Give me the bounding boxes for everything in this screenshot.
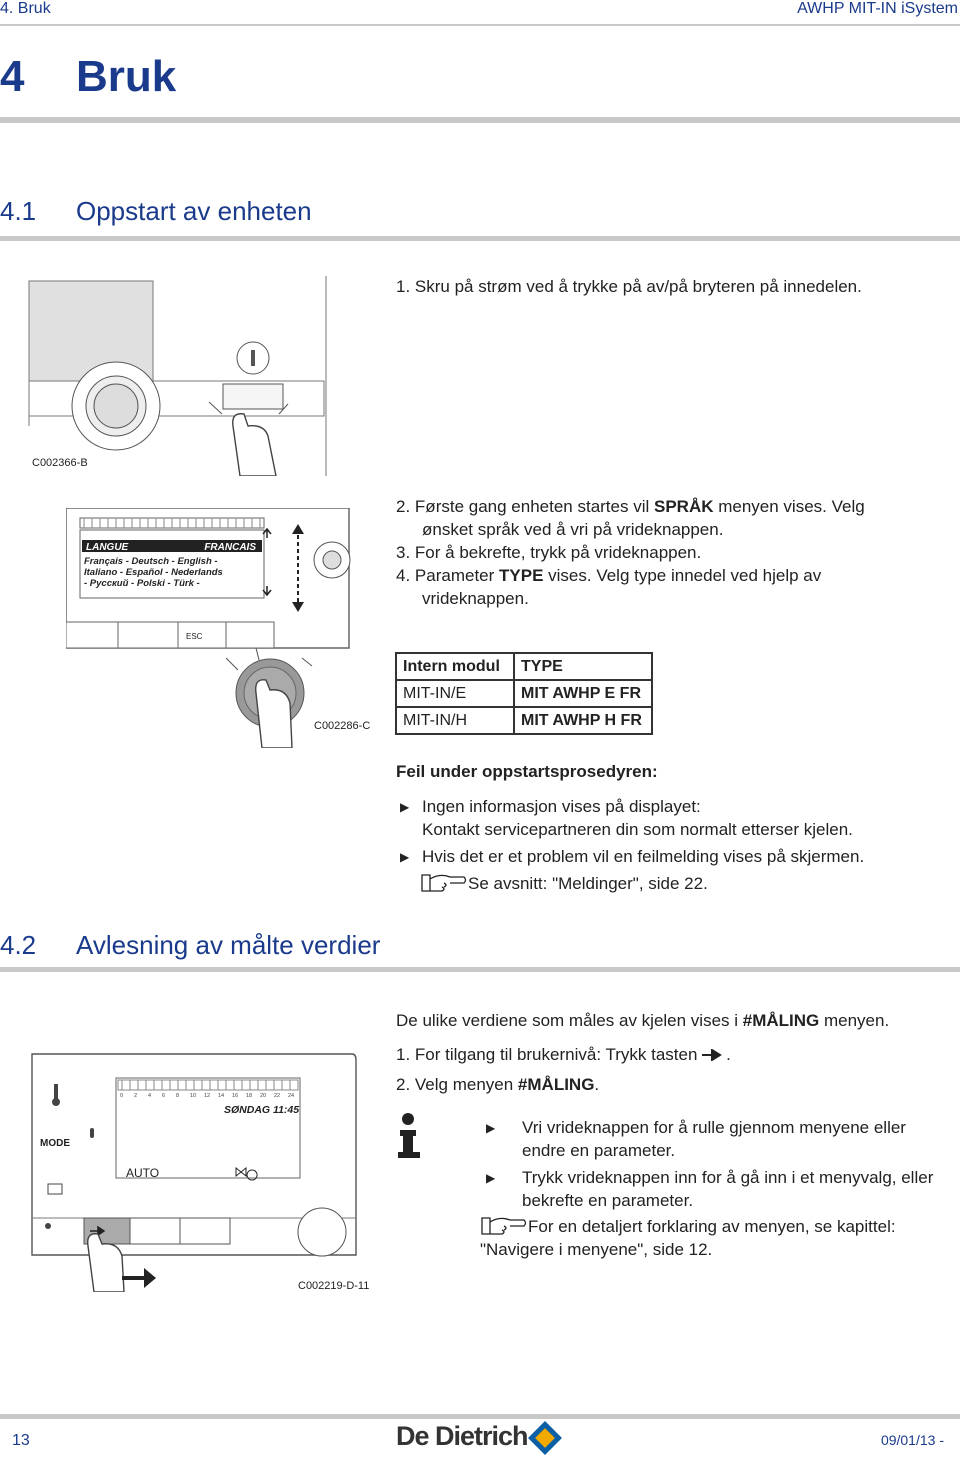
scale-label: 8 [176, 1093, 179, 1099]
bullet-arrow-icon: ▶ [400, 850, 410, 864]
scale-label: 20 [260, 1093, 266, 1099]
section1-title: Oppstart av enheten [76, 196, 312, 226]
measure-ref-line1: For en detaljert forklaring av menyen, s… [528, 1217, 896, 1236]
figure-language-display: LANGUE FRANCAIS Français - Deutsch - Eng… [66, 508, 351, 748]
arrow-right-key-icon [702, 1044, 726, 1067]
pointing-hand-icon [421, 874, 467, 892]
fig1-caption: C002366-B [32, 457, 88, 469]
chapter-title: Bruk [76, 52, 177, 101]
step4-line2: vrideknappen. [422, 589, 529, 608]
table-cell: MIT AWHP H FR [513, 706, 653, 735]
display-langue-label: LANGUE [86, 542, 129, 553]
display-line2: Italiano - Español - Nederlands [84, 567, 223, 578]
step2-line2: ønsket språk ved å vri på vrideknappen. [422, 520, 724, 539]
table-row: MIT-IN/E MIT AWHP E FR [395, 679, 653, 708]
errors-heading: Feil under oppstartsprosedyren: [396, 762, 658, 781]
measure-step1: 1. For tilgang til brukernivå: Trykk tas… [396, 1043, 731, 1067]
brand-logo-text: De Dietrich [396, 1421, 529, 1451]
fig2-caption: C002286-C [314, 720, 371, 732]
scale-label: 6 [162, 1093, 165, 1099]
mode-button[interactable]: MODE [40, 1138, 70, 1149]
header-rule [0, 24, 960, 26]
scale-label: 12 [204, 1093, 210, 1099]
measure-intro: De ulike verdiene som måles av kjelen vi… [396, 1011, 890, 1030]
bullet-arrow-icon: ▶ [400, 800, 410, 814]
section2-number: 4.2 [0, 930, 37, 960]
scale-label: 0 [120, 1093, 123, 1099]
measure-info2: Trykk vrideknappen inn for å gå inn i et… [522, 1168, 934, 1210]
tap-icon [47, 1183, 63, 1195]
display-time: SØNDAG 11:45 [224, 1104, 299, 1116]
arrow-up-icon [262, 527, 272, 538]
scale-label: 14 [218, 1093, 224, 1099]
footer-rule [0, 1414, 960, 1419]
measure-step2: 2. Velg menyen #MÅLING. [396, 1075, 600, 1094]
table-header-type: TYPE [513, 652, 653, 681]
section2-rule [0, 967, 960, 972]
display-line3: - Русский - Polski - Türk - [84, 578, 200, 589]
scale-label: 16 [232, 1093, 238, 1099]
finger-icon [232, 413, 277, 476]
page-number: 13 [12, 1432, 30, 1449]
scale-label: 10 [190, 1093, 196, 1099]
scale-label: 18 [246, 1093, 252, 1099]
pointing-hand-icon [481, 1217, 527, 1235]
section1-number: 4.1 [0, 196, 37, 226]
header-section: 4. Bruk [0, 0, 51, 17]
display-francais-label: FRANCAIS [204, 542, 256, 553]
brand-logo-icon [528, 1421, 562, 1455]
thermometer-icon [54, 1084, 58, 1100]
table-cell: MIT-IN/E [395, 679, 515, 708]
type-table: Intern modul TYPE MIT-IN/E MIT AWHP E FR… [395, 652, 653, 735]
steps-2-4: 2. Første gang enheten startes vil SPRÅK… [396, 495, 936, 610]
scale-label: 22 [274, 1093, 280, 1099]
table-cell: MIT AWHP E FR [513, 679, 653, 708]
fig3-caption: C002219-D-11 [298, 1280, 370, 1292]
section2-title: Avlesning av målte verdier [76, 930, 381, 960]
arrow-down-icon [262, 586, 272, 597]
errors-ref: Se avsnitt: "Meldinger", side 22. [468, 874, 708, 893]
info-icon [398, 1113, 420, 1158]
bullet-arrow-icon: ▶ [486, 1171, 496, 1185]
table-row: MIT-IN/H MIT AWHP H FR [395, 706, 653, 735]
scale-label: 4 [148, 1093, 151, 1099]
step2-line1: 2. Første gang enheten startes vil SPRÅK… [396, 497, 865, 516]
display-status-icons [235, 1166, 258, 1181]
step1-text: 1. Skru på strøm ved å trykke på av/på b… [396, 277, 862, 296]
big-arrow-icon [122, 1268, 156, 1288]
footer-date: 09/01/13 - [880, 1432, 944, 1448]
measure-ref-line2: "Navigere i menyene", side 12. [480, 1240, 713, 1259]
header-doc-title: AWHP MIT-IN iSystem [797, 0, 958, 17]
figure-power-switch [28, 276, 327, 476]
settings-icon [45, 1223, 51, 1229]
esc-button[interactable]: ESC [186, 632, 203, 641]
section1-rule [0, 236, 960, 241]
table-cell: MIT-IN/H [395, 706, 515, 735]
errors-item2: Hvis det er et problem vil en feilmeldin… [422, 847, 865, 866]
chapter-rule [0, 117, 960, 123]
step3: 3. For å bekrefte, trykk på vrideknappen… [396, 543, 702, 562]
chapter-number: 4 [0, 52, 25, 101]
bullet-arrow-icon: ▶ [486, 1121, 496, 1135]
scale-label: 24 [288, 1093, 294, 1099]
double-arrow-icon [292, 524, 304, 534]
display-line1: Français - Deutsch - English - [84, 556, 218, 567]
table-header-intern: Intern modul [395, 652, 515, 681]
step4-line1: 4. Parameter TYPE vises. Velg type inned… [396, 566, 822, 585]
measure-info1: Vri vrideknappen for å rulle gjennom men… [522, 1118, 906, 1160]
scale-label: 2 [134, 1093, 137, 1099]
errors-item1: Ingen informasjon vises på displayet: Ko… [422, 797, 853, 839]
dial-icon [322, 550, 342, 570]
display-mode-auto: AUTO [126, 1166, 159, 1180]
